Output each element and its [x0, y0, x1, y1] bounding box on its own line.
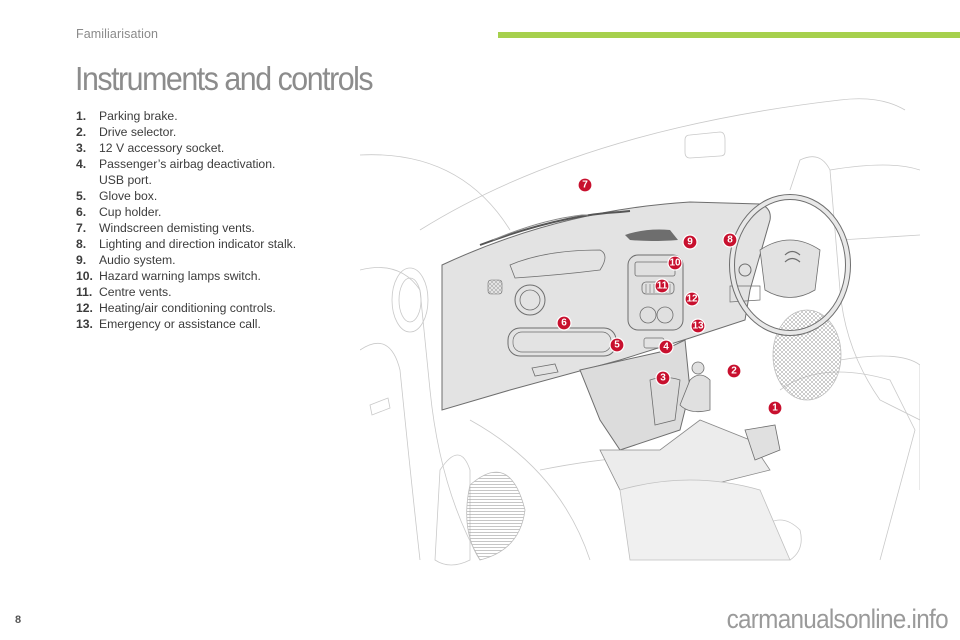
callout-2[interactable]: 2: [726, 363, 742, 379]
svg-text:3: 3: [660, 373, 666, 384]
legend-item: 7. Windscreen demisting vents.: [76, 220, 296, 236]
legend-number: 11.: [76, 285, 93, 299]
legend-number: 12.: [76, 301, 93, 315]
legend-number: 4.: [76, 157, 87, 171]
legend-text: Cup holder.: [99, 205, 162, 219]
callout-10[interactable]: 10: [667, 255, 683, 271]
legend-number: 13.: [76, 317, 93, 331]
legend-text: Heating/air conditioning controls.: [99, 301, 276, 315]
legend-item: 12. Heating/air conditioning controls.: [76, 300, 296, 316]
section-accent-bar: [498, 32, 960, 38]
legend-number: 7.: [76, 221, 87, 235]
legend-text: Centre vents.: [99, 285, 172, 299]
svg-text:1: 1: [772, 403, 778, 414]
svg-text:13: 13: [692, 321, 704, 332]
legend-item: 8. Lighting and direction indicator stalk…: [76, 236, 296, 252]
legend-text: Hazard warning lamps switch.: [99, 269, 261, 283]
legend-item: 4. Passenger’s airbag deactivation. USB po…: [76, 156, 296, 188]
car-body-outline: [360, 98, 920, 566]
legend-item: 13. Emergency or assistance call.: [76, 316, 296, 332]
callout-6[interactable]: 6: [556, 315, 572, 331]
legend-text: 12 V accessory socket.: [99, 141, 225, 155]
callout-1[interactable]: 1: [767, 400, 783, 416]
section-label: Familiarisation: [76, 27, 159, 41]
speaker-grille-door: [466, 471, 526, 561]
legend-item: 3. 12 V accessory socket.: [76, 140, 296, 156]
svg-text:9: 9: [687, 237, 693, 248]
controls-legend: 1. Parking brake. 2. Drive selector. 3. 12 …: [76, 108, 296, 332]
callout-4[interactable]: 4: [658, 339, 674, 355]
legend-number: 9.: [76, 253, 87, 267]
page-title: Instruments and controls: [75, 60, 374, 97]
callout-3[interactable]: 3: [655, 370, 671, 386]
legend-number: 10.: [76, 269, 93, 283]
callout-9[interactable]: 9: [682, 234, 698, 250]
legend-item: 5. Glove box.: [76, 188, 296, 204]
legend-item: 6. Cup holder.: [76, 204, 296, 220]
callout-8[interactable]: 8: [722, 232, 738, 248]
legend-number: 1.: [76, 109, 87, 123]
legend-item: 9. Audio system.: [76, 252, 296, 268]
svg-text:12: 12: [686, 294, 698, 305]
legend-text: Passenger’s airbag deactivation.: [99, 157, 276, 171]
callout-markers: 1 2 3 4 5 6 7 8 9 10 11 12 13: [556, 177, 783, 416]
legend-text: Parking brake.: [99, 109, 178, 123]
callout-12[interactable]: 12: [684, 291, 700, 307]
centre-console: [599, 361, 791, 561]
callout-5[interactable]: 5: [609, 337, 625, 353]
callout-11[interactable]: 11: [654, 278, 670, 294]
legend-number: 6.: [76, 205, 87, 219]
legend-text: USB port.: [99, 173, 152, 187]
svg-text:8: 8: [727, 235, 733, 246]
legend-text: Drive selector.: [99, 125, 177, 139]
watermark: carmanualsonline.info: [726, 604, 949, 634]
legend-number: 2.: [76, 125, 87, 139]
legend-number: 3.: [76, 141, 87, 155]
legend-text: Glove box.: [99, 189, 158, 203]
legend-item: 1. Parking brake.: [76, 108, 296, 124]
dashboard-illustration: 1 2 3 4 5 6 7 8 9 10 11 12 13: [360, 98, 920, 566]
legend-item: 10. Hazard warning lamps switch.: [76, 268, 296, 284]
svg-text:4: 4: [663, 342, 669, 353]
speaker-grille-right: [772, 309, 842, 401]
legend-text: Audio system.: [99, 253, 176, 267]
callout-13[interactable]: 13: [690, 318, 706, 334]
legend-text: Windscreen demisting vents.: [99, 221, 255, 235]
legend-item: 11. Centre vents.: [76, 284, 296, 300]
steering-wheel: [729, 194, 851, 336]
legend-text: Lighting and direction indicator stalk.: [99, 237, 297, 251]
legend-text: Emergency or assistance call.: [99, 317, 261, 331]
legend-item: 2. Drive selector.: [76, 124, 296, 140]
legend-number: 8.: [76, 237, 87, 251]
page-number: 8: [15, 614, 22, 626]
dashboard: [441, 201, 771, 451]
svg-text:6: 6: [561, 318, 567, 329]
legend-number: 5.: [76, 189, 87, 203]
svg-text:5: 5: [614, 340, 620, 351]
svg-text:10: 10: [669, 258, 681, 269]
callout-7[interactable]: 7: [577, 177, 593, 193]
svg-text:7: 7: [582, 180, 588, 191]
svg-text:2: 2: [731, 366, 737, 377]
svg-text:11: 11: [657, 281, 668, 292]
